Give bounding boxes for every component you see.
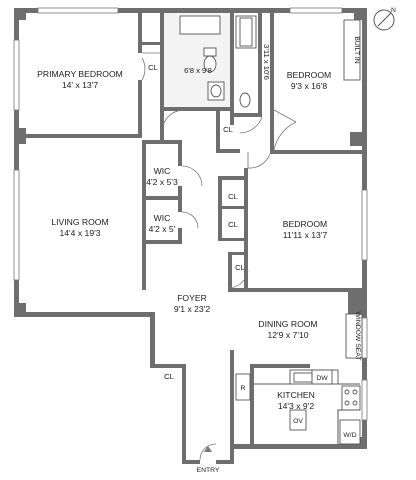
refrigerator: [235, 373, 251, 401]
window-seat: [345, 313, 363, 359]
dining-room-label: DINING ROOM: [258, 319, 317, 329]
washer-dryer: [339, 419, 361, 445]
foyer-dims: 9'1 x 23'2: [174, 304, 210, 314]
wic-1-dims: 4'2 x 5'3: [146, 177, 178, 187]
closet-labels: CL CL CL CL CL CL: [148, 63, 245, 381]
closet-c-label: CL: [235, 263, 245, 272]
door-swings: [141, 52, 297, 461]
bedroom-2-dims: 9'3 x 16'8: [291, 81, 327, 91]
built-in-cabinet: [343, 19, 361, 81]
toilet-1: [203, 55, 217, 73]
kitchen-label: KITCHEN: [277, 390, 315, 400]
primary-bedroom-dims: 14' x 13'7: [62, 80, 98, 90]
entry-arrow-icon: [204, 446, 212, 452]
foyer-label: FOYER: [177, 293, 207, 303]
windows: [13, 7, 368, 421]
kitchen-dims: 14'3 x 9'2: [278, 401, 314, 411]
bathtub-1: [179, 15, 221, 35]
living-room-dims: 14'4 x 19'3: [59, 228, 100, 238]
closet-hall-label: CL: [223, 125, 233, 134]
bath-1-dims: 6'8 x 9'8: [184, 66, 212, 75]
compass: N: [373, 7, 396, 31]
dishwasher: [311, 369, 333, 385]
bathroom-1: [164, 13, 230, 107]
wic-2-label: WIC: [154, 213, 171, 223]
oven-label: OV: [293, 418, 303, 425]
room-labels: PRIMARY BEDROOM 14' x 13'7 6'8 x 9'8 3'1…: [37, 44, 331, 411]
closet-b-label: CL: [228, 220, 238, 229]
compass-label: N: [391, 7, 396, 14]
closet-primary-label: CL: [148, 63, 158, 72]
bedroom-3-label: BEDROOM: [283, 219, 327, 229]
primary-bedroom-label: PRIMARY BEDROOM: [37, 69, 123, 79]
oven: [289, 409, 307, 431]
wic-1-label: WIC: [154, 166, 171, 176]
built-in-label: BUILT IN: [353, 36, 360, 63]
dishwasher-label: DW: [316, 375, 328, 382]
fixture-labels: BUILT IN WINDOW SEAT DW R OV W/D: [241, 36, 361, 439]
window-seat-label: WINDOW SEAT: [354, 312, 361, 361]
wic-2-dims: 4'2 x 5': [149, 224, 176, 234]
entry: ENTRY: [197, 446, 220, 474]
interior-walls: [14, 13, 366, 444]
washer-dryer-label: W/D: [343, 432, 356, 439]
bathroom-2: [235, 15, 257, 108]
kitchen-fixtures: [235, 369, 361, 445]
bedroom-3-dims: 11'11 x 13'7: [283, 230, 328, 240]
bath-2-dims: 3'11 x 10'6: [262, 44, 271, 80]
living-room-label: LIVING ROOM: [51, 217, 108, 227]
closet-foyer-label: CL: [164, 372, 174, 381]
cooktop: [341, 385, 361, 411]
toilet-2: [239, 92, 251, 108]
dining-room-dims: 12'9 x 7'10: [267, 330, 308, 340]
refrigerator-label: R: [241, 385, 246, 392]
bedroom-2-label: BEDROOM: [287, 70, 331, 80]
entry-label: ENTRY: [197, 467, 220, 474]
closet-a-label: CL: [228, 192, 238, 201]
